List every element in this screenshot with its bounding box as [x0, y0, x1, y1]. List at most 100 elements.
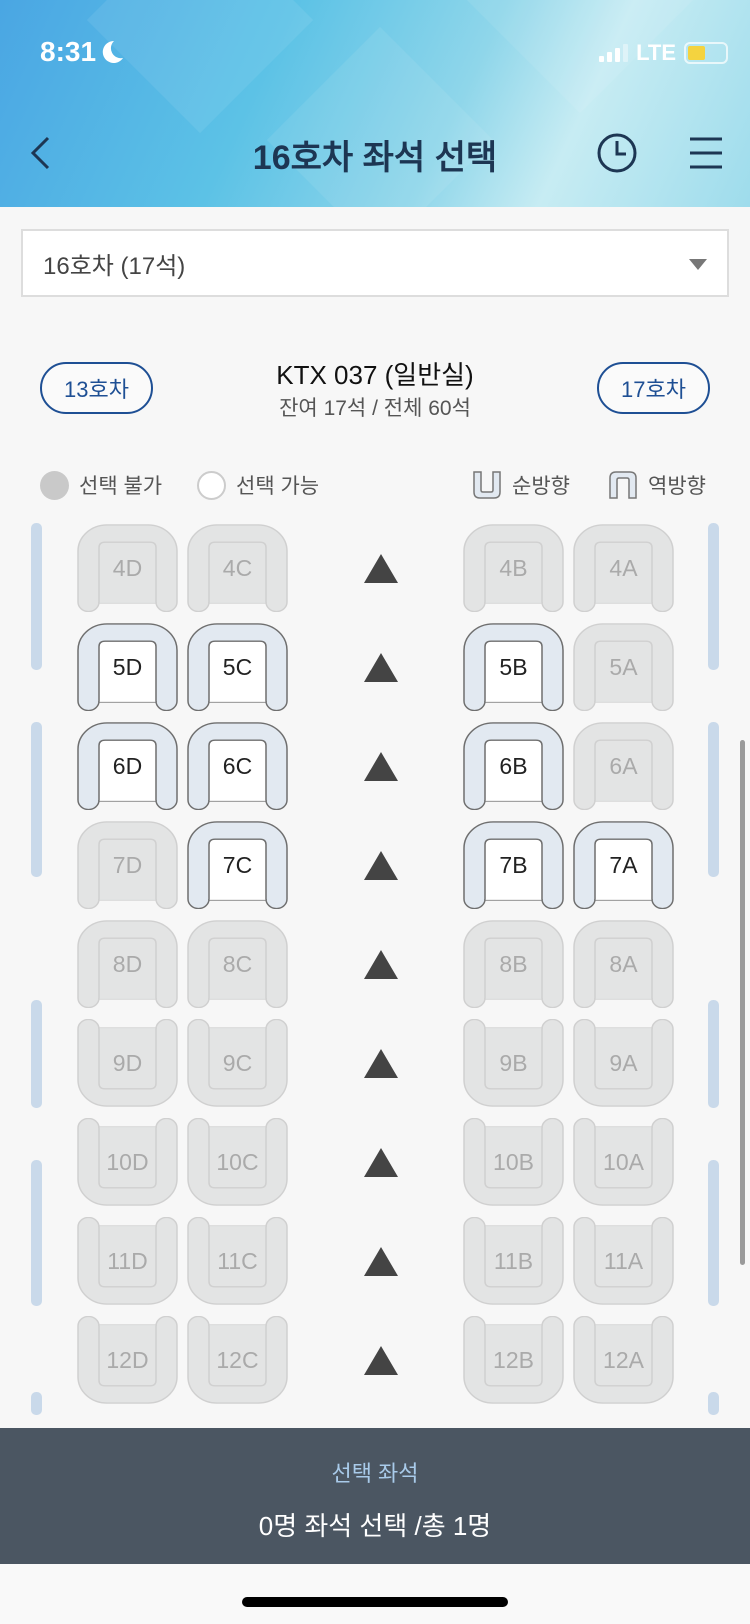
seat-10C: 10C [187, 1118, 288, 1206]
seat-label: 4B [499, 555, 528, 581]
seat-5D[interactable]: 5D [77, 623, 178, 711]
window-marker [708, 1160, 719, 1306]
window-marker [31, 1160, 42, 1306]
battery-icon [684, 42, 728, 64]
seat-label: 11D [107, 1248, 148, 1274]
direction-arrow-icon [364, 1247, 398, 1276]
legend-label: 역방향 [648, 475, 706, 498]
seat-6D[interactable]: 6D [77, 722, 178, 810]
seat-label: 6D [112, 753, 143, 779]
seat-label: 5B [499, 654, 528, 680]
seat-label: 10C [216, 1149, 259, 1175]
window-marker [31, 1392, 42, 1415]
seat-5C[interactable]: 5C [187, 623, 288, 711]
seat-7C[interactable]: 7C [187, 821, 288, 909]
window-marker [708, 523, 719, 670]
prev-car-button[interactable]: 13호차 [40, 362, 153, 414]
forward-seat-icon [473, 471, 501, 499]
seat-label: 8D [112, 951, 143, 977]
seat-label: 5A [609, 654, 638, 680]
back-button[interactable] [20, 130, 60, 176]
seat-11D: 11D [77, 1217, 178, 1305]
direction-arrow-icon [364, 950, 398, 979]
seat-12D: 12D [77, 1316, 178, 1404]
seat-label: 11C [217, 1248, 258, 1274]
seat-6A: 6A [573, 722, 674, 810]
seat-4B: 4B [463, 524, 564, 612]
seat-5A: 5A [573, 623, 674, 711]
car-select-value: 16호차 (17석) [43, 252, 186, 280]
clock-icon [597, 133, 637, 173]
seat-label: 9C [222, 1050, 253, 1076]
seat-8C: 8C [187, 920, 288, 1008]
chevron-left-icon [30, 136, 50, 170]
selection-label: 선택 좌석 [331, 1461, 419, 1486]
direction-arrow-icon [364, 1148, 398, 1177]
header: 8:31 LTE 16호차 좌석 선택 [0, 0, 750, 207]
seat-7D: 7D [77, 821, 178, 909]
window-marker [31, 722, 42, 877]
train-name: KTX 037 (일반실) [276, 360, 474, 390]
seat-label: 10D [106, 1149, 149, 1175]
seat-label: 9A [609, 1050, 638, 1076]
seat-12C: 12C [187, 1316, 288, 1404]
seat-label: 4C [222, 555, 253, 581]
scrollbar[interactable] [740, 740, 745, 1265]
seat-9C: 9C [187, 1019, 288, 1107]
seat-summary: 잔여 17석 / 전체 60석 [279, 397, 471, 420]
window-marker [708, 1000, 719, 1108]
seat-label: 12D [106, 1347, 149, 1373]
seat-7B[interactable]: 7B [463, 821, 564, 909]
direction-arrow-icon [364, 851, 398, 880]
direction-arrow-icon [364, 1346, 398, 1375]
unavailable-dot-icon [40, 470, 69, 500]
next-car-button[interactable]: 17호차 [597, 362, 710, 414]
seat-11A: 11A [573, 1217, 674, 1305]
available-dot-icon [197, 470, 226, 500]
backward-seat-icon [609, 471, 637, 499]
seat-11B: 11B [463, 1217, 564, 1305]
legend-label: 선택 가능 [236, 475, 320, 498]
dropdown-caret-icon [689, 259, 707, 270]
seat-6C[interactable]: 6C [187, 722, 288, 810]
window-marker [31, 523, 42, 670]
seat-label: 8C [222, 951, 253, 977]
direction-arrow-icon [364, 752, 398, 781]
seat-10D: 10D [77, 1118, 178, 1206]
seat-label: 6C [222, 753, 253, 779]
car-select-dropdown[interactable]: 16호차 (17석) [21, 229, 729, 297]
seat-9A: 9A [573, 1019, 674, 1107]
seat-label: 8A [609, 951, 638, 977]
seat-11C: 11C [187, 1217, 288, 1305]
seat-label: 9D [112, 1050, 143, 1076]
seat-8B: 8B [463, 920, 564, 1008]
seat-label: 8B [499, 951, 528, 977]
seat-label: 7D [112, 852, 143, 878]
seat-10A: 10A [573, 1118, 674, 1206]
seat-label: 7A [609, 852, 638, 878]
selection-status: 0명 좌석 선택 /총 1명 [258, 1511, 492, 1541]
direction-arrow-icon [364, 554, 398, 583]
seat-7A[interactable]: 7A [573, 821, 674, 909]
seat-label: 9B [499, 1050, 528, 1076]
seat-5B[interactable]: 5B [463, 623, 564, 711]
seat-label: 5C [222, 654, 253, 680]
legend-unavailable: 선택 불가 [40, 470, 162, 500]
seat-label: 7C [222, 852, 253, 878]
direction-arrow-icon [364, 1049, 398, 1078]
seat-6B[interactable]: 6B [463, 722, 564, 810]
home-indicator[interactable] [242, 1597, 508, 1607]
seat-12A: 12A [573, 1316, 674, 1404]
seat-4C: 4C [187, 524, 288, 612]
seat-12B: 12B [463, 1316, 564, 1404]
page-title: 16호차 좌석 선택 [252, 139, 498, 177]
seat-label: 4A [609, 555, 638, 581]
seat-8A: 8A [573, 920, 674, 1008]
seat-label: 11A [603, 1248, 644, 1274]
hamburger-menu-icon [690, 137, 722, 169]
menu-button[interactable] [686, 130, 726, 176]
legend-available: 선택 가능 [197, 470, 319, 500]
direction-arrow-icon [364, 653, 398, 682]
history-button[interactable] [594, 130, 640, 176]
